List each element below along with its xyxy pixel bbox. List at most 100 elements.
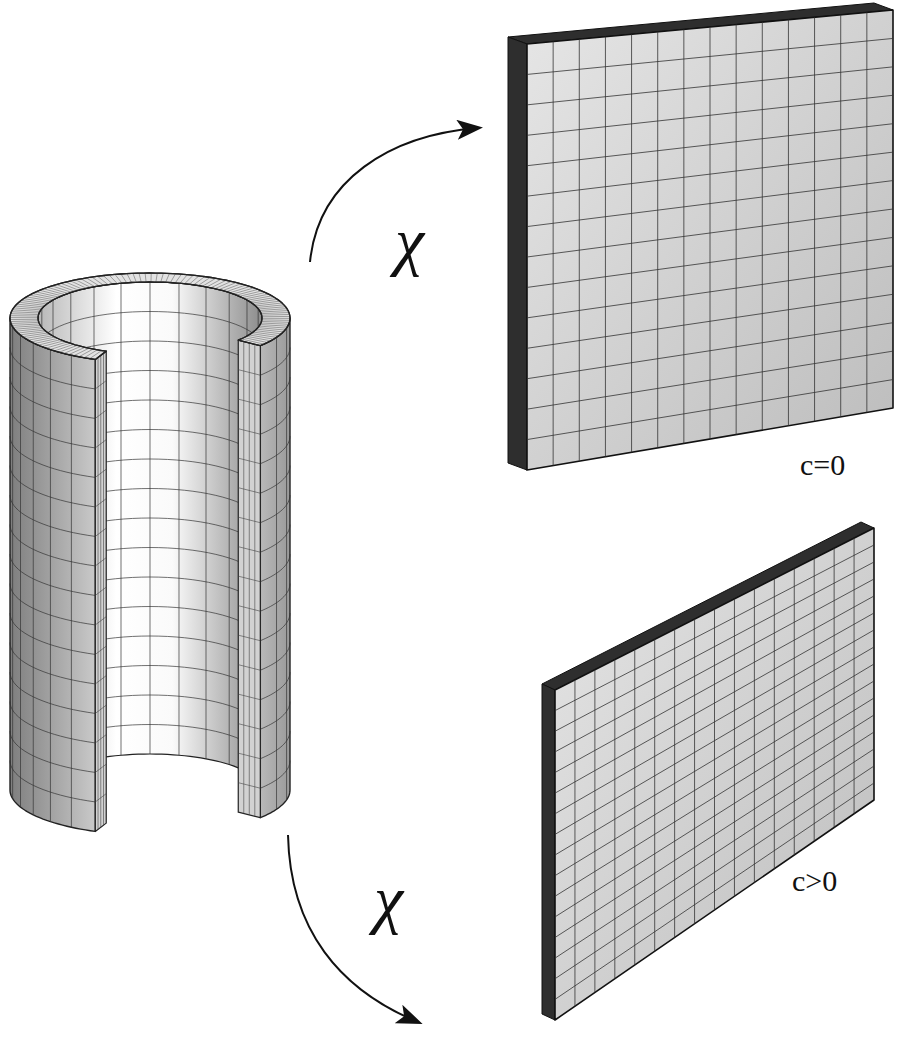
- rim-hatch: [23, 333, 48, 337]
- rim-hatch: [35, 338, 58, 343]
- grid-line: [10, 377, 95, 418]
- rim-hatch: [262, 314, 290, 316]
- rim-hatch: [215, 281, 231, 288]
- top-rim-outline: [10, 273, 290, 359]
- rim-hatch: [29, 295, 53, 300]
- grid-line: [95, 794, 106, 802]
- grid-line: [260, 761, 290, 789]
- grid-line: [95, 705, 106, 713]
- rim-hatch: [24, 299, 49, 303]
- grid-line: [95, 499, 106, 507]
- grid-line: [238, 488, 260, 494]
- grid-line: [555, 562, 874, 731]
- map-arrow: [310, 128, 478, 262]
- grid-line: [555, 749, 874, 958]
- grid-line: [10, 584, 95, 625]
- top-rim: [10, 273, 290, 359]
- grid-line: [238, 724, 260, 730]
- rim-hatch: [14, 308, 41, 310]
- outer-wall: [10, 318, 95, 831]
- grid-line: [555, 579, 874, 752]
- rim-hatch: [253, 332, 279, 336]
- grid-line: [260, 584, 290, 612]
- grid-line: [238, 635, 260, 641]
- rim-hatch: [98, 276, 108, 284]
- rim-hatch: [11, 322, 39, 323]
- grid-line: [260, 525, 290, 553]
- grid-line: [527, 294, 893, 348]
- grid-line: [527, 323, 893, 379]
- grid-line: [260, 495, 290, 523]
- grid-line: [260, 731, 290, 759]
- grid-line: [527, 209, 893, 257]
- rim-hatch: [109, 275, 117, 284]
- rim-hatch: [127, 274, 132, 283]
- rim-hatch: [261, 323, 289, 324]
- grid-line: [260, 377, 290, 405]
- rim-hatch: [139, 273, 141, 282]
- flat-plate-face: [527, 10, 893, 470]
- grid-line: [10, 613, 95, 654]
- rim-hatch: [61, 283, 79, 290]
- rim-hatch: [260, 325, 288, 327]
- rim-hatch: [12, 310, 40, 312]
- rim-hatch: [10, 319, 38, 320]
- rim-hatch: [255, 331, 281, 334]
- grid-line: [238, 458, 260, 464]
- grid-line: [555, 545, 874, 711]
- rim-hatch: [260, 309, 287, 311]
- rim-hatch: [242, 293, 265, 298]
- rim-hatch: [262, 316, 290, 317]
- thin-plate-face: [555, 528, 874, 1020]
- rim-hatch: [11, 313, 39, 315]
- rim-hatch: [175, 274, 181, 283]
- grid-line: [95, 735, 106, 743]
- rim-hatch: [84, 350, 97, 358]
- rim-hatch: [90, 350, 102, 358]
- grid-line: [555, 630, 874, 814]
- rim-hatch: [244, 338, 267, 343]
- grid-line: [260, 643, 290, 671]
- cut-face: [238, 340, 260, 818]
- grid-line: [238, 517, 260, 523]
- grid-line: [95, 646, 106, 654]
- rim-hatch: [261, 313, 289, 314]
- grid-line: [555, 766, 874, 979]
- grid-line: [260, 613, 290, 641]
- grid-line: [260, 554, 290, 582]
- rim-hatch: [81, 279, 95, 287]
- grid-line: [527, 266, 893, 318]
- rim-hatch: [121, 274, 127, 283]
- grid-line: [238, 576, 260, 582]
- grid-line: [95, 558, 106, 566]
- rim-hatch: [249, 335, 274, 339]
- cut-face: [95, 351, 106, 831]
- rim-hatch: [207, 279, 221, 287]
- grid-line: [95, 440, 106, 448]
- rim-hatch: [251, 333, 276, 337]
- rim-hatch: [262, 318, 290, 319]
- grid-line: [95, 764, 106, 772]
- grid-line: [260, 702, 290, 730]
- grid-line: [527, 124, 893, 166]
- rim-hatch: [150, 273, 151, 282]
- grid-line: [555, 681, 874, 876]
- rim-hatch: [145, 273, 147, 282]
- grid-line: [10, 672, 95, 713]
- map-symbol: χ: [374, 866, 403, 932]
- grid-line: [527, 351, 893, 409]
- rim-hatch: [14, 327, 41, 329]
- rim-hatch: [12, 324, 40, 325]
- grid-line: [260, 407, 290, 435]
- rim-hatch: [66, 282, 83, 289]
- grid-line: [238, 429, 260, 435]
- grid-line: [555, 698, 874, 896]
- grid-line: [527, 95, 893, 135]
- grid-line: [10, 731, 95, 772]
- grid-line: [238, 370, 260, 376]
- rim-hatch: [252, 299, 277, 303]
- rim-hatch: [156, 273, 157, 282]
- rim-hatch: [92, 277, 104, 285]
- grid-line: [10, 554, 95, 595]
